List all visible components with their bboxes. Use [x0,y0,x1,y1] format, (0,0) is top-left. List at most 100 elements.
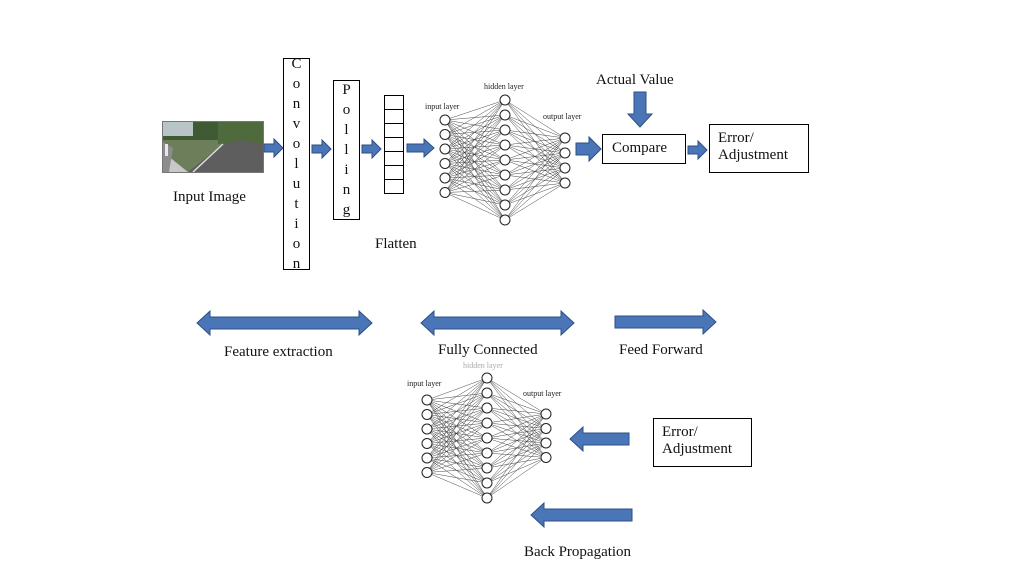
convolution-letter: n [292,96,301,112]
nn-connection [486,422,547,429]
nn-node [499,214,511,226]
nn-connection [504,129,566,139]
nn-top-hidden-layer-label: hidden layer [484,82,524,91]
fully-connected-label: Fully Connected [438,342,538,358]
nn-node [481,387,493,399]
nn-connection [444,99,506,164]
nn-node [540,423,552,434]
back-propagation-label: Back Propagation [524,544,632,560]
nn-connection [426,443,488,484]
nn-connection [504,167,566,221]
arrow-right [361,138,382,160]
nn-connection [486,413,547,469]
nn-connection [444,177,506,191]
nn-connection [504,137,566,206]
nn-connection [426,414,488,469]
nn-node [559,147,571,159]
nn-connection [444,192,506,221]
nn-connection [444,99,506,121]
nn-connection [444,148,506,206]
nn-node [421,423,433,435]
compare-label: Compare [612,140,667,156]
nn-connection [426,414,488,439]
nn-connection [426,428,488,454]
nn-connection [444,119,506,176]
nn-connection [486,392,547,429]
nn-connection [444,99,506,193]
nn-node [481,462,493,474]
nn-node [439,187,451,198]
nn-connection [486,413,547,424]
nn-connection [486,407,547,415]
nn-connection [444,148,506,176]
nn-connection [426,428,488,469]
nn-node [481,477,493,489]
nn-connection [444,177,506,221]
nn-connection [444,119,506,146]
nn-connection [426,399,488,454]
flatten-cell [384,109,404,124]
nn-connection [504,137,566,161]
compare-box: Compare [602,134,686,164]
nn-connection [486,407,547,458]
polling-letter: i [344,162,349,178]
flatten-cell [384,165,404,180]
nn-connection [426,437,488,473]
nn-node [559,177,571,189]
convolution-letter: v [292,116,301,132]
nn-node [540,408,552,420]
nn-connection [486,413,547,454]
nn-connection [426,457,488,484]
nn-node [439,158,451,169]
error-bottom-line2: Adjustment [662,441,732,457]
nn-connection [426,457,488,469]
nn-connection [426,377,488,473]
nn-node [499,139,511,151]
nn-connection [426,472,488,499]
flatten-cell [384,95,404,110]
nn-top-output-layer-label: output layer [543,112,582,121]
convolution-letter: o [292,76,301,92]
nn-connection [486,428,547,499]
nn-connection [444,129,506,193]
nn-connection [486,392,547,415]
arrow-right [406,137,435,159]
polling-letter: l [344,142,349,158]
flatten-column [384,95,404,194]
nn-connection [486,413,547,484]
double-arrow [420,309,575,337]
nn-node [439,114,451,126]
nn-node [421,394,433,406]
nn-node [421,438,433,449]
nn-node [499,169,511,181]
nn-connection [486,407,547,444]
nn-connection [444,163,506,221]
nn-connection [444,134,506,176]
actual-value-label: Actual Value [596,72,674,88]
nn-node [481,432,493,444]
nn-connection [426,392,488,473]
nn-connection [486,422,547,444]
arrow-right [687,139,708,161]
nn-connection [486,437,547,458]
nn-node [439,129,451,140]
nn-node [499,184,511,196]
nn-connection [426,443,488,499]
nn-connection [444,99,506,179]
arrow-right [614,308,717,336]
convolution-letter: l [294,156,299,172]
nn-connection [486,377,547,429]
nn-node [421,452,433,464]
nn-connection [444,148,506,161]
nn-connection [444,163,506,191]
nn-connection [426,399,488,409]
nn-connection [486,377,547,415]
flatten-label: Flatten [375,236,417,252]
nn-node [499,154,511,166]
nn-node [559,162,571,174]
nn-connection [444,144,506,193]
nn-bottom-output-layer-label: output layer [523,389,562,398]
nn-connection [444,114,506,193]
nn-connection [504,99,566,139]
